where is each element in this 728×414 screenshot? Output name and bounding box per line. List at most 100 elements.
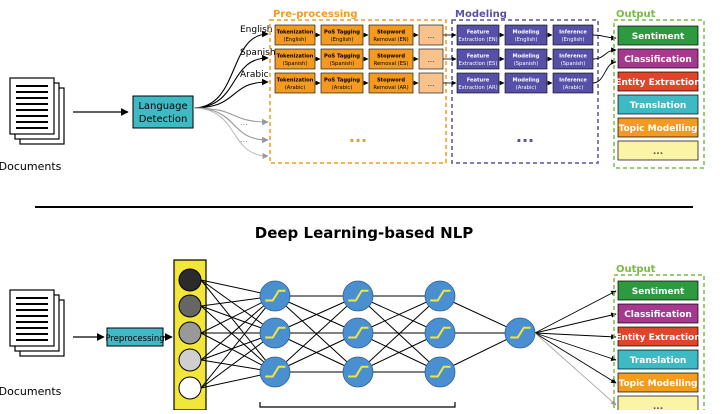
modeling-step-label: (Spanish) — [561, 61, 586, 67]
preprocessing-step-label: Tokenization — [277, 78, 314, 84]
network-edge — [200, 305, 276, 373]
output-arrow — [592, 47, 617, 60]
language-detection-label: Language — [138, 101, 187, 112]
output-label: Translation — [630, 356, 687, 366]
preprocessing-step-label: PoS Tagging — [324, 54, 360, 60]
modeling-step-label: Feature — [467, 78, 490, 84]
hidden-layers-brace — [259, 402, 456, 408]
output-box — [617, 326, 699, 347]
preprocessing-step-label: Removal (EN) — [373, 37, 408, 43]
input-neuron — [178, 348, 202, 372]
preprocessing-step-label: (Spanish) — [283, 61, 308, 67]
activation-icon — [430, 289, 451, 302]
preprocessing-step-label: ... — [428, 32, 435, 40]
output-box — [617, 349, 699, 370]
output-arrow — [534, 312, 617, 334]
modeling-title: Modeling — [455, 9, 507, 20]
output-region — [613, 19, 705, 169]
input-neuron — [178, 268, 202, 292]
preprocessing-region — [269, 19, 447, 164]
modeling-region — [451, 19, 599, 164]
language-label: Spanish — [240, 48, 276, 58]
output-box — [617, 48, 699, 69]
activation-icon — [430, 326, 451, 339]
output-region — [613, 274, 705, 414]
output-box — [617, 25, 699, 46]
activation-icon — [348, 289, 369, 302]
network-edge — [200, 295, 276, 361]
output-label: Sentiment — [632, 32, 685, 42]
preprocessing-step-label: Removal (AR) — [373, 85, 408, 91]
output-box — [617, 71, 699, 92]
modeling-step-label: Modeling — [513, 54, 540, 60]
preprocessing-step-label: (Spanish) — [330, 61, 355, 67]
output-arrow — [534, 332, 617, 384]
document-page — [9, 77, 55, 135]
language-arrow — [192, 107, 269, 159]
modeling-step-label: (English) — [562, 37, 585, 43]
modeling-step-label: Extraction (AR) — [458, 85, 497, 91]
modeling-step-label: (Arabic) — [563, 85, 584, 91]
preprocessing-step-label: Tokenization — [277, 30, 314, 36]
output-arrow — [534, 332, 617, 362]
documents-icon — [9, 77, 65, 145]
documents-label: Documents — [0, 160, 62, 173]
output-box — [617, 117, 699, 138]
output-label: Topic Modelling — [619, 124, 698, 134]
preprocessing-step-label: Stopword — [377, 54, 405, 60]
document-page — [9, 289, 55, 347]
output-arrow — [534, 332, 617, 406]
output-arrow — [534, 290, 617, 334]
modeling-step-label: Modeling — [513, 30, 540, 36]
language-label: ... — [240, 135, 248, 144]
output-box — [617, 303, 699, 324]
language-arrow — [192, 107, 269, 144]
documents-label: Documents — [0, 385, 62, 398]
output-box — [617, 280, 699, 301]
preprocessing-step-label: Tokenization — [277, 54, 314, 60]
network-edge — [274, 295, 359, 373]
activation-icon — [510, 326, 531, 339]
input-neuron — [178, 376, 202, 400]
activation-icon — [265, 289, 286, 302]
output-label: Classification — [624, 310, 692, 320]
preprocessing-step-label: (English) — [331, 37, 354, 43]
modeling-step-label: Inference — [559, 54, 587, 60]
network-edge — [200, 279, 276, 373]
output-title: Output — [616, 264, 656, 275]
language-detection-label: Detection — [139, 114, 188, 125]
language-label: ... — [240, 118, 248, 127]
modeling-step-label: Inference — [559, 78, 587, 84]
modeling-step-label: Feature — [467, 30, 490, 36]
modeling-ellipsis: ... — [516, 127, 534, 146]
modeling-step-label: (Spanish) — [514, 61, 539, 67]
output-label: Classification — [624, 55, 692, 65]
output-arrow — [534, 332, 617, 340]
language-label: English — [240, 25, 273, 35]
modeling-step-label: Modeling — [513, 78, 540, 84]
preprocessing-step-label: PoS Tagging — [324, 78, 360, 84]
output-label: ... — [653, 147, 663, 157]
preprocessing-step-label: PoS Tagging — [324, 30, 360, 36]
preprocessing-box-label: Preprocessing — [105, 334, 164, 344]
preprocessing-step-label: (Arabic) — [285, 85, 306, 91]
output-label: Entity Extraction — [615, 333, 700, 343]
modeling-step-label: (Arabic) — [516, 85, 537, 91]
language-label: Arabic — [240, 70, 269, 80]
preprocessing-step-label: Stopword — [377, 30, 405, 36]
preprocessing-step-label: ... — [428, 80, 435, 88]
output-arrow — [592, 59, 617, 84]
network-edge — [357, 295, 441, 373]
preprocessing-step-label: Stopword — [377, 78, 405, 84]
output-title: Output — [616, 9, 656, 20]
output-arrow — [592, 34, 617, 41]
output-label: ... — [653, 402, 663, 410]
preprocessing-step-label: (English) — [284, 37, 307, 43]
activation-icon — [265, 326, 286, 339]
output-label: Translation — [630, 101, 687, 111]
output-box — [617, 94, 699, 115]
language-arrow — [192, 30, 269, 109]
language-arrow — [192, 78, 269, 109]
